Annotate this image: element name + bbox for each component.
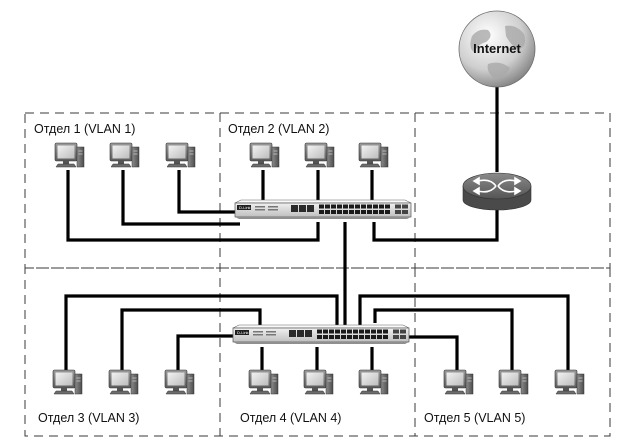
pc-dept3-2 [108, 369, 139, 395]
pc-dept2-1 [249, 142, 280, 168]
router-arrows-icon [472, 176, 522, 196]
switch-upper: D-Link [234, 199, 412, 220]
switch-upper-brand: D-Link [239, 205, 251, 210]
pc-dept3-1 [52, 369, 83, 395]
link-pc1-1 [66, 170, 320, 242]
link-pc5-2 [373, 308, 514, 372]
pc-dept5-2 [498, 369, 529, 395]
link-pc1-2 [121, 170, 240, 226]
region-lower [24, 267, 611, 437]
pc-dept4-2 [303, 369, 334, 395]
switch-lower: D-Link [232, 324, 410, 345]
region-upper [24, 112, 611, 269]
internet-globe: Internet [458, 10, 536, 88]
pc-dept2-2 [304, 142, 335, 168]
label-dept1: Отдел 1 (VLAN 1) [34, 122, 135, 136]
link-pc3-3 [176, 334, 240, 372]
router [462, 172, 532, 211]
pc-dept5-1 [443, 369, 474, 395]
pc-dept2-3 [358, 142, 389, 168]
pc-dept1-3 [165, 142, 196, 168]
pc-dept4-3 [358, 369, 389, 395]
network-links [64, 86, 570, 372]
pc-dept1-1 [54, 142, 85, 168]
pc-dept4-1 [248, 369, 279, 395]
vlan-regions [24, 112, 611, 437]
label-dept5: Отдел 5 (VLAN 5) [424, 411, 525, 425]
label-dept2: Отдел 2 (VLAN 2) [228, 122, 329, 136]
pc-dept1-2 [109, 142, 140, 168]
switch-lower-brand: D-Link [237, 330, 249, 335]
link-router-switch [372, 210, 499, 242]
internet-label: Internet [473, 41, 521, 56]
label-dept3: Отдел 3 (VLAN 3) [38, 411, 139, 425]
link-pc3-2 [120, 308, 262, 372]
link-pc1-3 [177, 170, 240, 214]
link-pc3-1 [64, 294, 339, 372]
label-dept4: Отдел 4 (VLAN 4) [240, 411, 341, 425]
pc-dept5-3 [554, 369, 585, 395]
pc-dept3-3 [164, 369, 195, 395]
link-pc5-3 [358, 294, 570, 372]
